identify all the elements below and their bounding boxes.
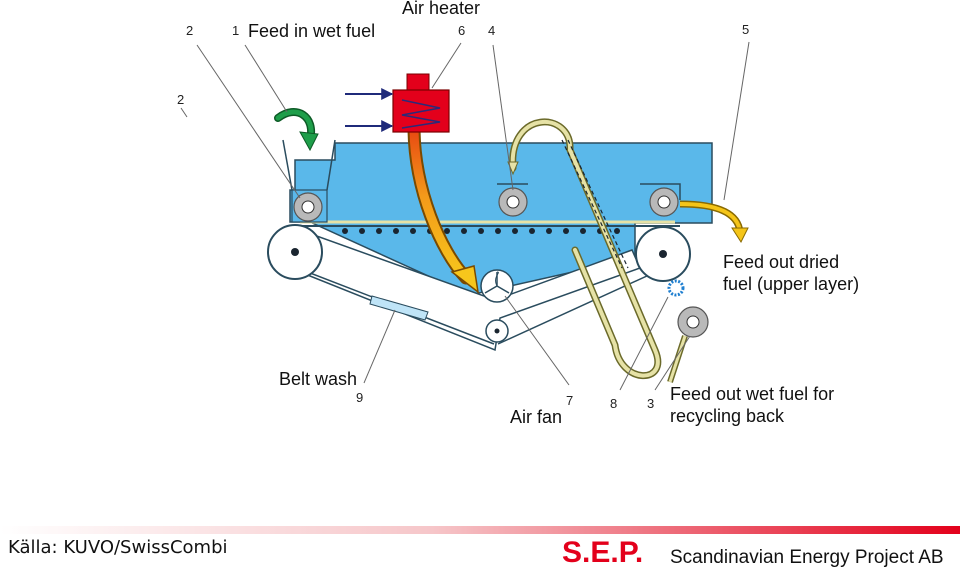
left-drum bbox=[267, 224, 323, 280]
label-belt-wash: Belt wash bbox=[279, 369, 357, 389]
label-air-fan: Air fan bbox=[510, 407, 562, 427]
label-air-heater: Air heater bbox=[402, 0, 480, 18]
ref-number-2: 2 bbox=[186, 23, 193, 38]
label-feed-in: Feed in wet fuel bbox=[248, 21, 375, 41]
ref-number-9: 9 bbox=[356, 390, 363, 405]
ref-number-7: 7 bbox=[566, 393, 573, 408]
feed-roller-left bbox=[291, 189, 328, 223]
footer-divider bbox=[0, 526, 960, 534]
roller-5 bbox=[649, 187, 679, 217]
air-intake-arrows bbox=[345, 88, 394, 132]
hot-air-arrow bbox=[407, 123, 480, 294]
feed-in-arrow bbox=[274, 108, 319, 152]
company-logo: S.E.P. bbox=[562, 536, 644, 569]
dried-output-arrow bbox=[679, 200, 749, 244]
label-feed-out-dried-line1: Feed out dried bbox=[723, 252, 839, 272]
company-name: Scandinavian Energy Project AB bbox=[670, 547, 944, 568]
ref-number-2-small: 2 bbox=[177, 92, 184, 107]
air-heater bbox=[392, 73, 450, 133]
label-feed-out-wet-line1: Feed out wet fuel for bbox=[670, 384, 834, 404]
ref-number-4: 4 bbox=[488, 23, 495, 38]
leader-lines bbox=[180, 41, 750, 391]
right-drum bbox=[635, 226, 691, 282]
label-feed-out-dried-line2: fuel (upper layer) bbox=[723, 274, 859, 294]
recycle-loop bbox=[507, 118, 688, 383]
roller-4 bbox=[498, 187, 528, 217]
ref-number-8: 8 bbox=[610, 396, 617, 411]
bottom-roller bbox=[485, 319, 509, 343]
ref-number-6: 6 bbox=[458, 23, 465, 38]
source-credit: Källa: KUVO/SwissCombi bbox=[8, 537, 228, 558]
fan-icon bbox=[480, 269, 514, 303]
ref-number-1: 1 bbox=[232, 23, 239, 38]
belt-wash-plate bbox=[369, 295, 429, 321]
roller-3 bbox=[677, 306, 709, 338]
ref-number-5: 5 bbox=[742, 22, 749, 37]
brush-icon bbox=[667, 279, 685, 297]
label-feed-out-wet-line2: recycling back bbox=[670, 406, 785, 426]
ref-number-3: 3 bbox=[647, 396, 654, 411]
